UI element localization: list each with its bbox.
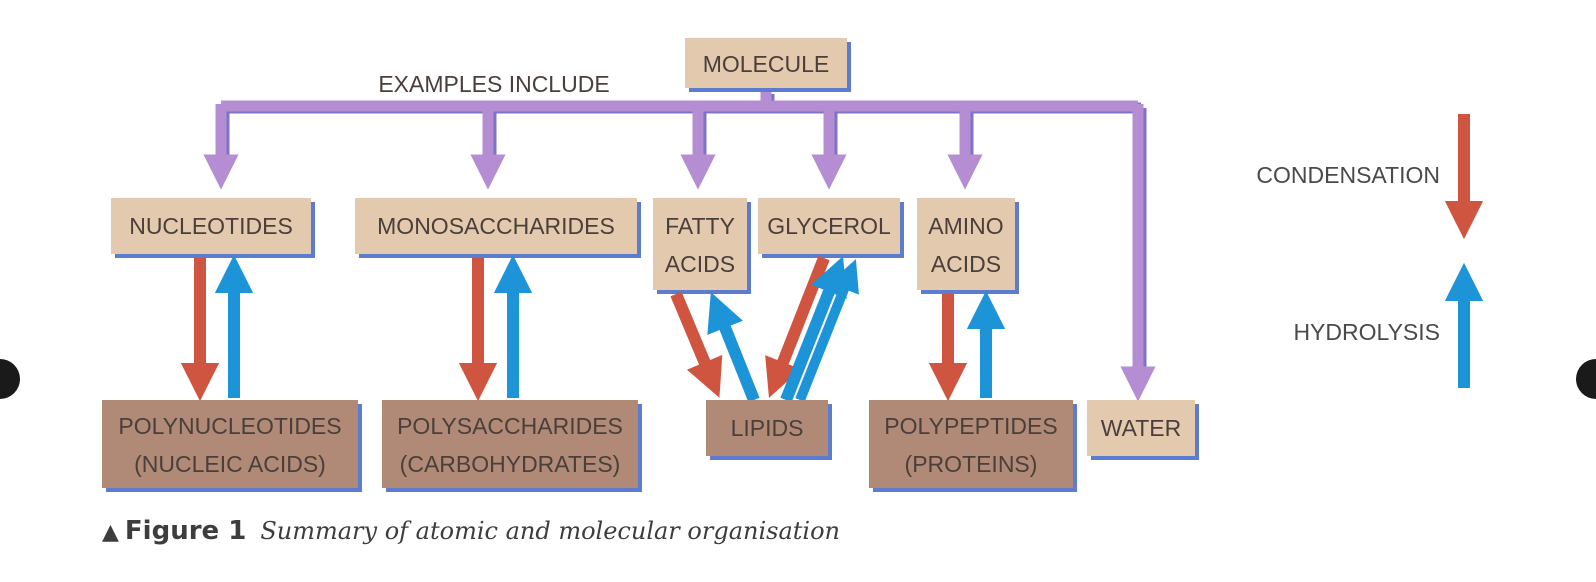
monosaccharides-box: MONOSACCHARIDES bbox=[355, 198, 641, 258]
molecule-label: MOLECULE bbox=[703, 51, 830, 77]
fatty-acids-line-1: FATTY bbox=[665, 213, 735, 239]
hydrolysis-arrow-glycerol-1 bbox=[780, 256, 847, 403]
fatty-acids-box: FATTY ACIDS bbox=[653, 198, 751, 294]
next-slide-button[interactable] bbox=[1576, 359, 1596, 399]
amino-acids-line-2: ACIDS bbox=[931, 251, 1001, 277]
polypeptides-line-2: (PROTEINS) bbox=[905, 451, 1038, 477]
polynucleotides-line-2: (NUCLEIC ACIDS) bbox=[134, 451, 326, 477]
caption-text: Summary of atomic and molecular organisa… bbox=[260, 517, 840, 545]
tree-arrows bbox=[203, 92, 1156, 402]
legend-condensation-label: CONDENSATION bbox=[1256, 162, 1440, 188]
figure-label: Figure 1 bbox=[124, 516, 247, 546]
reaction-arrows bbox=[180, 254, 1006, 403]
examples-include-label: EXAMPLES INCLUDE bbox=[378, 71, 609, 97]
glycerol-label: GLYCEROL bbox=[767, 213, 891, 239]
polypeptides-line-1: POLYPEPTIDES bbox=[884, 413, 1057, 439]
polysaccharides-line-1: POLYSACCHARIDES bbox=[397, 413, 623, 439]
hydrolysis-arrow-glycerol-2 bbox=[795, 259, 859, 402]
previous-slide-button[interactable] bbox=[0, 359, 20, 399]
legend-hydrolysis-label: HYDROLYSIS bbox=[1293, 319, 1440, 345]
caption-triangle-icon: ▲ bbox=[102, 520, 119, 545]
amino-acids-line-1: AMINO bbox=[928, 213, 1003, 239]
hydrolysis-arrow-fatty-acids bbox=[707, 292, 760, 403]
polysaccharides-line-2: (CARBOHYDRATES) bbox=[400, 451, 621, 477]
legend: CONDENSATION HYDROLYSIS bbox=[1256, 114, 1484, 388]
figure-caption: ▲Figure 1 Summary of atomic and molecular… bbox=[102, 516, 840, 546]
nucleotides-box: NUCLEOTIDES bbox=[111, 198, 315, 258]
nucleotides-label: NUCLEOTIDES bbox=[129, 213, 293, 239]
lipids-label: LIPIDS bbox=[731, 415, 804, 441]
molecule-box: MOLECULE bbox=[685, 38, 851, 92]
water-box: WATER bbox=[1087, 400, 1199, 460]
glycerol-box: GLYCEROL bbox=[758, 198, 904, 258]
polypeptides-box: POLYPEPTIDES (PROTEINS) bbox=[869, 400, 1077, 492]
lipids-box: LIPIDS bbox=[706, 400, 832, 460]
water-label: WATER bbox=[1101, 415, 1182, 441]
monosaccharides-label: MONOSACCHARIDES bbox=[377, 213, 615, 239]
fatty-acids-line-2: ACIDS bbox=[665, 251, 735, 277]
polynucleotides-line-1: POLYNUCLEOTIDES bbox=[118, 413, 341, 439]
polysaccharides-box: POLYSACCHARIDES (CARBOHYDRATES) bbox=[382, 400, 642, 492]
polynucleotides-box: POLYNUCLEOTIDES (NUCLEIC ACIDS) bbox=[102, 400, 362, 492]
condensation-arrow-fatty-acids bbox=[670, 291, 723, 398]
amino-acids-box: AMINO ACIDS bbox=[917, 198, 1019, 294]
